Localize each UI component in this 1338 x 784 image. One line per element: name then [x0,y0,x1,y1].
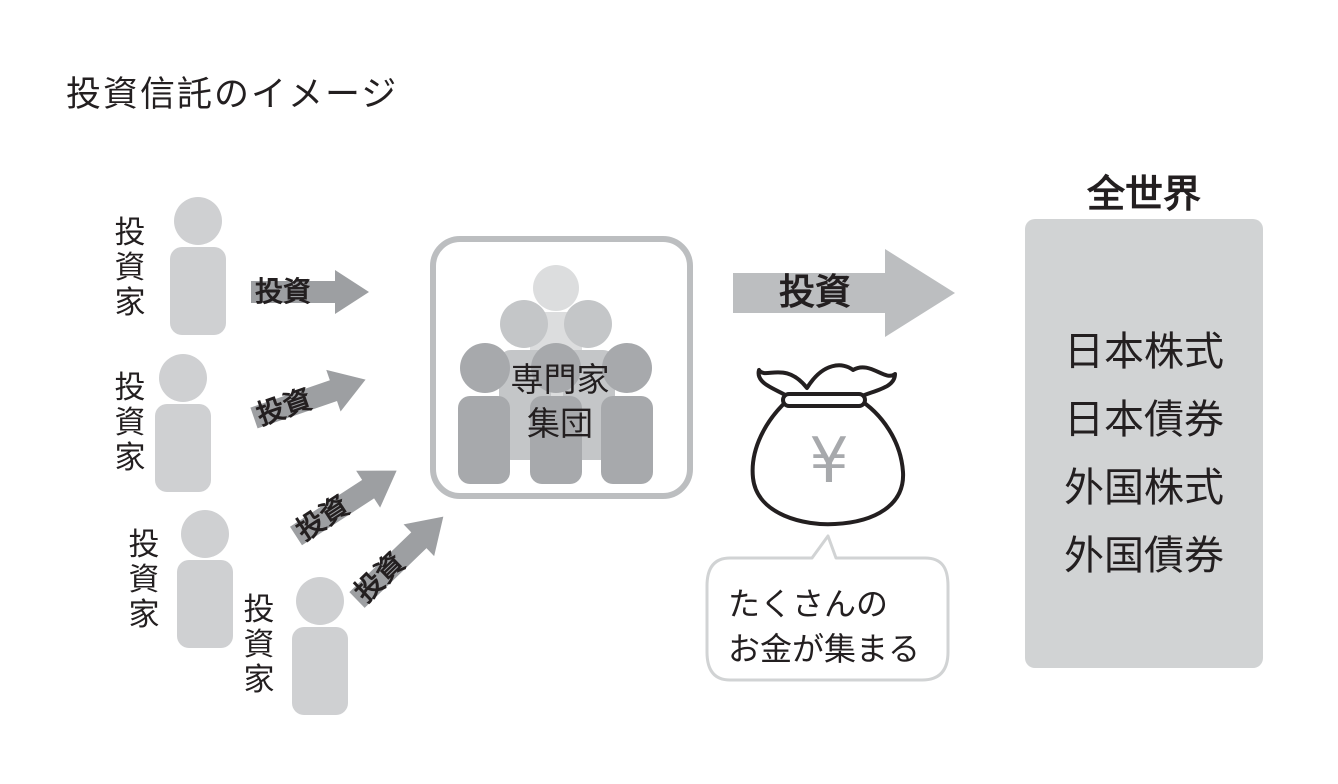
expert-group-line1: 専門家 [510,360,610,399]
invest-arrow-label: 投資 [255,275,312,308]
invest-arrow-2: 投資 [247,358,373,439]
investor-figure-2 [155,354,211,494]
investor-label-1: 投資家 [114,215,146,321]
world-item-foreign-stocks: 外国株式 [1064,465,1224,511]
money-bag-icon: ¥ [750,363,906,527]
investor-label-2: 投資家 [114,370,146,476]
person-body [155,404,211,492]
arrow-shaft [733,273,885,313]
arrow-shaft [251,281,337,303]
invest-arrow-main: 投資 [733,249,955,337]
speech-bubble-text: たくさんの お金が集まる [728,582,948,672]
investor-figure-3 [177,510,233,650]
investor-figure-4 [292,577,348,717]
person-head [296,577,344,625]
world-item-foreign-bonds: 外国債券 [1064,533,1224,579]
speech-bubble [705,534,950,682]
person-head [181,510,229,558]
person-body [170,247,226,335]
investor-label-4: 投資家 [243,592,275,698]
invest-arrow-1: 投資 [251,270,369,314]
investor-figure-1 [170,197,226,337]
world-item-japan-bonds: 日本債券 [1064,397,1224,443]
expert-group-label: 専門家 集団 [470,358,650,446]
speech-bubble-line2: お金が集まる [728,630,921,668]
world-box [1025,219,1263,668]
arrow-head [326,358,373,412]
expert-group-box [430,236,693,499]
person-head [159,354,207,402]
investor-label-3: 投資家 [128,527,160,633]
arrow-head [885,249,955,337]
person-head [174,197,222,245]
page-title: 投資信託のイメージ [66,75,399,115]
person-body [292,627,348,715]
world-title: 全世界 [1086,172,1201,216]
expert-group-figures [458,265,653,484]
world-items: 日本株式 日本債券 外国株式 外国債券 [1025,318,1263,590]
world-item-japan-stocks: 日本株式 [1064,329,1224,375]
arrow-head [335,270,369,314]
invest-arrow-main-label: 投資 [779,272,852,313]
yen-symbol: ¥ [809,424,848,497]
person-body [177,560,233,648]
speech-bubble-line1: たくさんの [728,585,889,623]
expert-group-line2: 集団 [527,404,593,443]
